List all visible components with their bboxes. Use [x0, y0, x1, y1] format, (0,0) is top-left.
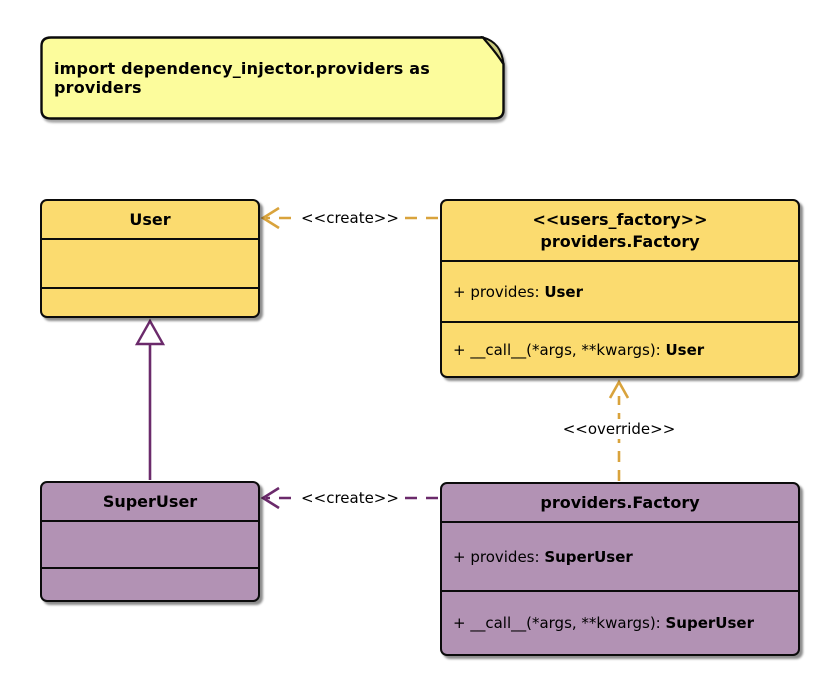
attribute-row: + provides: User	[453, 282, 583, 301]
attributes-compartment	[42, 238, 258, 287]
class-title: User	[42, 201, 258, 238]
note-fold-icon	[480, 35, 505, 65]
import-note: import dependency_injector.providers as …	[40, 35, 507, 122]
inheritance-arrow	[134, 318, 166, 480]
class-name: User	[129, 209, 171, 229]
method-row: + __call__(*args, **kwargs): SuperUser	[453, 614, 754, 632]
class-stereotype: <<users_factory>>	[532, 209, 708, 229]
import-note-text: import dependency_injector.providers as …	[54, 59, 431, 97]
class-title: <<users_factory>> providers.Factory	[442, 201, 798, 260]
class-user: User	[40, 199, 260, 318]
class-title: SuperUser	[42, 483, 258, 520]
attributes-compartment	[42, 520, 258, 567]
methods-compartment: + __call__(*args, **kwargs): SuperUser	[442, 590, 798, 654]
attribute-row: + provides: SuperUser	[453, 547, 633, 566]
class-name: SuperUser	[102, 491, 198, 511]
methods-compartment	[42, 287, 258, 316]
class-title: providers.Factory	[442, 484, 798, 521]
class-superuser: SuperUser	[40, 481, 260, 602]
attributes-compartment: + provides: SuperUser	[442, 521, 798, 590]
class-users-factory: <<users_factory>> providers.Factory + pr…	[440, 199, 800, 378]
attributes-compartment: + provides: User	[442, 260, 798, 321]
create-label-superuser: <<create>>	[296, 488, 404, 508]
method-row: + __call__(*args, **kwargs): User	[453, 340, 705, 359]
override-label: <<override>>	[557, 419, 681, 439]
methods-compartment	[42, 567, 258, 600]
create-label-user: <<create>>	[296, 208, 404, 228]
methods-compartment: + __call__(*args, **kwargs): User	[442, 321, 798, 376]
class-name: providers.Factory	[540, 492, 700, 512]
class-superuser-factory: providers.Factory + provides: SuperUser …	[440, 482, 800, 656]
class-name: providers.Factory	[540, 231, 700, 251]
